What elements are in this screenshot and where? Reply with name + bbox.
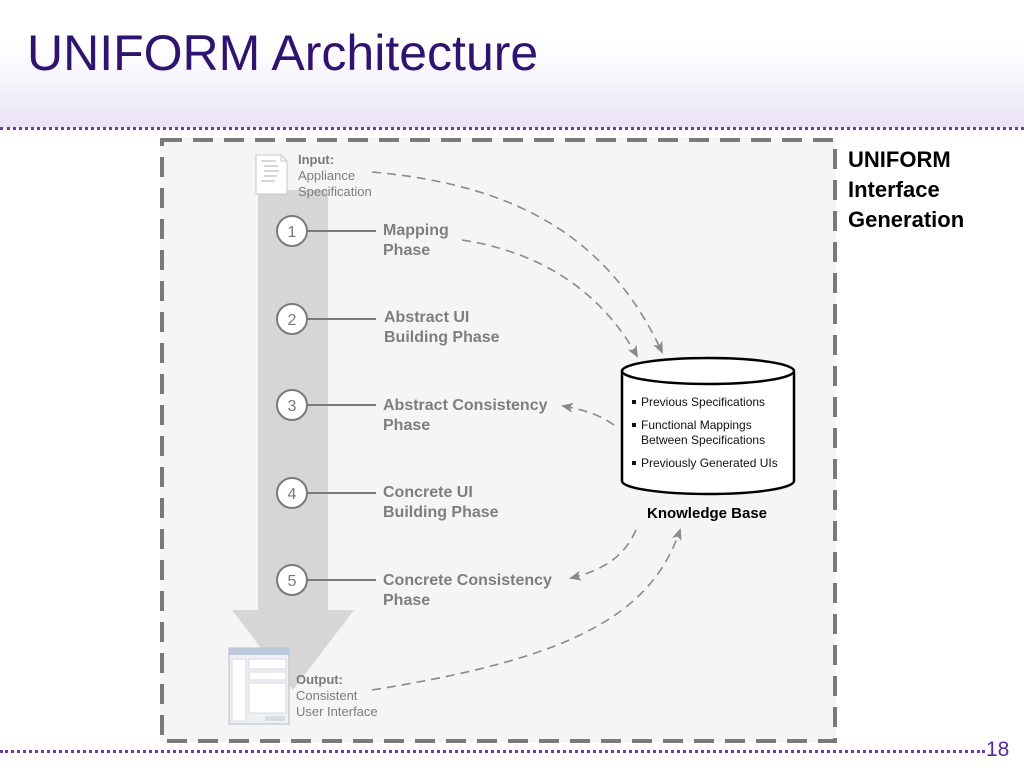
phase-3-number: 3 xyxy=(288,398,297,415)
phase-1-line2: Phase xyxy=(383,242,431,259)
slide-title: UNIFORM Architecture xyxy=(27,25,539,81)
input-line1: Appliance xyxy=(298,168,356,183)
arrow-mapping-to-kb xyxy=(461,239,638,358)
phase-5-label: Concrete Consistency Phase xyxy=(383,571,552,611)
phase-3-line1: Abstract Consistency xyxy=(383,397,548,414)
phase-5-line1: Concrete Consistency xyxy=(383,572,552,589)
input-heading: Input: xyxy=(298,152,335,167)
kb-item-previous-specifications: Previous Specifications xyxy=(631,395,801,410)
arrow-kb-to-abstract-consistency xyxy=(561,402,615,426)
phase-5-number: 5 xyxy=(288,573,297,590)
input-line2: Specification xyxy=(298,184,372,199)
kb-item-functional-mappings: Functional Mappings Between Specificatio… xyxy=(631,418,791,448)
side-title-line-3: Generation xyxy=(848,207,965,232)
phase-2-line2: Building Phase xyxy=(384,329,500,346)
phase-2-line1: Abstract UI xyxy=(384,309,470,326)
kb-item-previously-generated-uis: Previously Generated UIs xyxy=(631,456,801,471)
phase-3-label: Abstract Consistency Phase xyxy=(383,396,548,436)
input-label: Input: Appliance Specification xyxy=(298,152,372,200)
database-cylinder-icon xyxy=(620,356,796,496)
side-title-line-1: UNIFORM xyxy=(848,147,951,172)
phase-4-line2: Building Phase xyxy=(383,504,499,521)
ui-screenshot-thumbnail-icon xyxy=(228,647,290,725)
phase-1-line1: Mapping xyxy=(383,222,449,239)
phase-1-number: 1 xyxy=(288,224,297,241)
xml-document-icon xyxy=(255,154,288,195)
phase-3-line2: Phase xyxy=(383,417,431,434)
phase-1-label: Mapping Phase xyxy=(383,221,449,261)
page-number: 18 xyxy=(986,738,1010,761)
top-dotted-rule xyxy=(0,127,1024,130)
phase-5-line2: Phase xyxy=(383,592,431,609)
output-line1: Consistent xyxy=(296,688,358,703)
arrow-kb-to-concrete-consistency xyxy=(569,529,637,581)
phase-2-number: 2 xyxy=(288,312,297,329)
phase-2-label: Abstract UI Building Phase xyxy=(384,308,500,348)
phase-4-number: 4 xyxy=(288,486,297,503)
uniform-region-border xyxy=(160,138,837,743)
side-title-line-2: Interface xyxy=(848,177,940,202)
output-label: Output: Consistent User Interface xyxy=(296,672,378,720)
knowledge-base-label: Knowledge Base xyxy=(646,505,768,522)
header-band xyxy=(0,0,1024,128)
side-title: UNIFORM Interface Generation xyxy=(848,145,1018,235)
bottom-dotted-rule xyxy=(0,750,985,753)
output-line2: User Interface xyxy=(296,704,378,719)
output-heading: Output: xyxy=(296,672,343,687)
flow-arrow xyxy=(232,190,354,690)
phase-4-line1: Concrete UI xyxy=(383,484,473,501)
phase-markers xyxy=(276,215,376,596)
knowledge-base-items: Previous Specifications Functional Mappi… xyxy=(631,395,801,479)
phase-4-label: Concrete UI Building Phase xyxy=(383,483,499,523)
